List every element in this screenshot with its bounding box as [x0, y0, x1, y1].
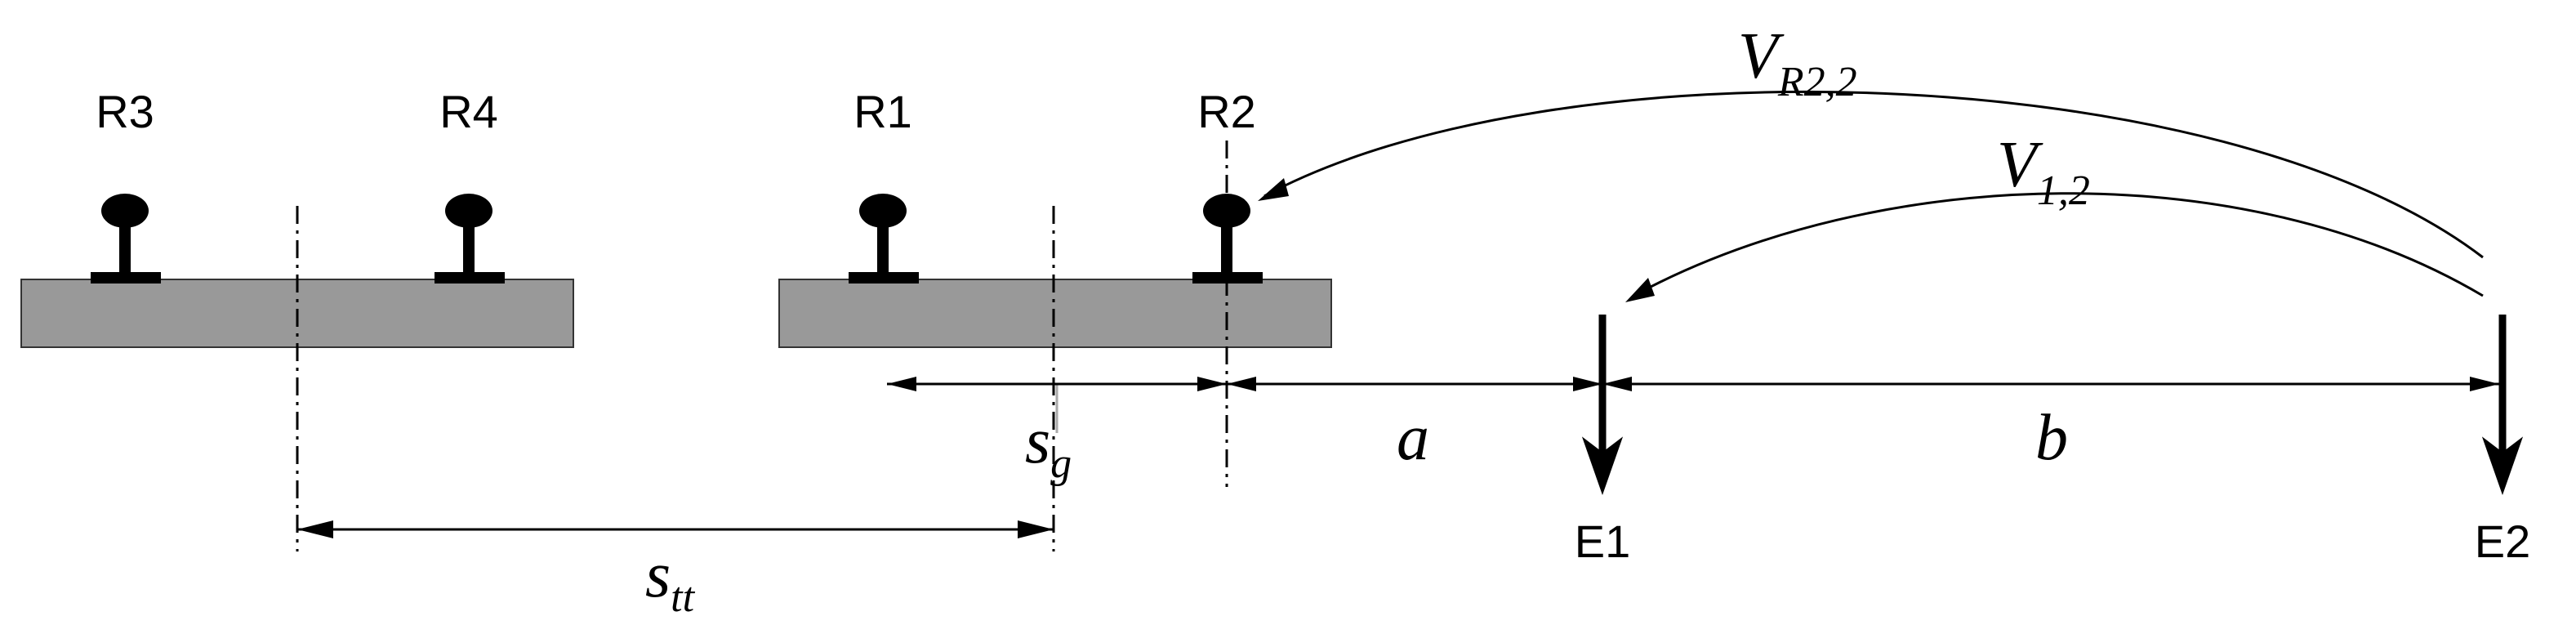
label-e1: E1 [1575, 516, 1631, 567]
arc-v-1-2 [1633, 192, 2484, 297]
label-r3: R3 [96, 86, 154, 137]
arrowhead-sg-left [887, 377, 916, 391]
arrowhead-v-1-2 [1625, 278, 1655, 302]
label-b: b [2035, 402, 2068, 474]
label-v-1-2: V1,2 [1997, 129, 2090, 214]
label-v-r2-2: VR2,2 [1738, 20, 1857, 105]
electrode-e2 [2481, 315, 2524, 496]
arrowhead-b-left [1602, 377, 1632, 391]
arrowhead-v-r2-2 [1258, 178, 1289, 201]
arc-v-r2-2 [1263, 90, 2484, 259]
label-s-g: sg [1025, 405, 1072, 487]
arrowhead-a-left [1227, 377, 1256, 391]
rail-r1 [849, 194, 919, 284]
sleeper-right [778, 279, 1332, 348]
label-r1: R1 [853, 86, 912, 137]
electrode-e1 [1581, 315, 1624, 496]
label-s-tt: stt [645, 539, 696, 621]
track-right [778, 194, 1332, 348]
arrowhead-b-right [2470, 377, 2499, 391]
arrowhead-stt-left [297, 520, 333, 538]
arrowhead-a-right [1573, 377, 1602, 391]
rail-r3 [91, 194, 161, 284]
rail-r4 [435, 194, 505, 284]
arrowhead-sg-right [1197, 377, 1227, 391]
arrowhead-stt-right [1018, 520, 1054, 538]
label-a: a [1397, 402, 1429, 474]
label-r2: R2 [1197, 86, 1256, 137]
label-r4: R4 [439, 86, 498, 137]
label-e2: E2 [2475, 516, 2531, 567]
